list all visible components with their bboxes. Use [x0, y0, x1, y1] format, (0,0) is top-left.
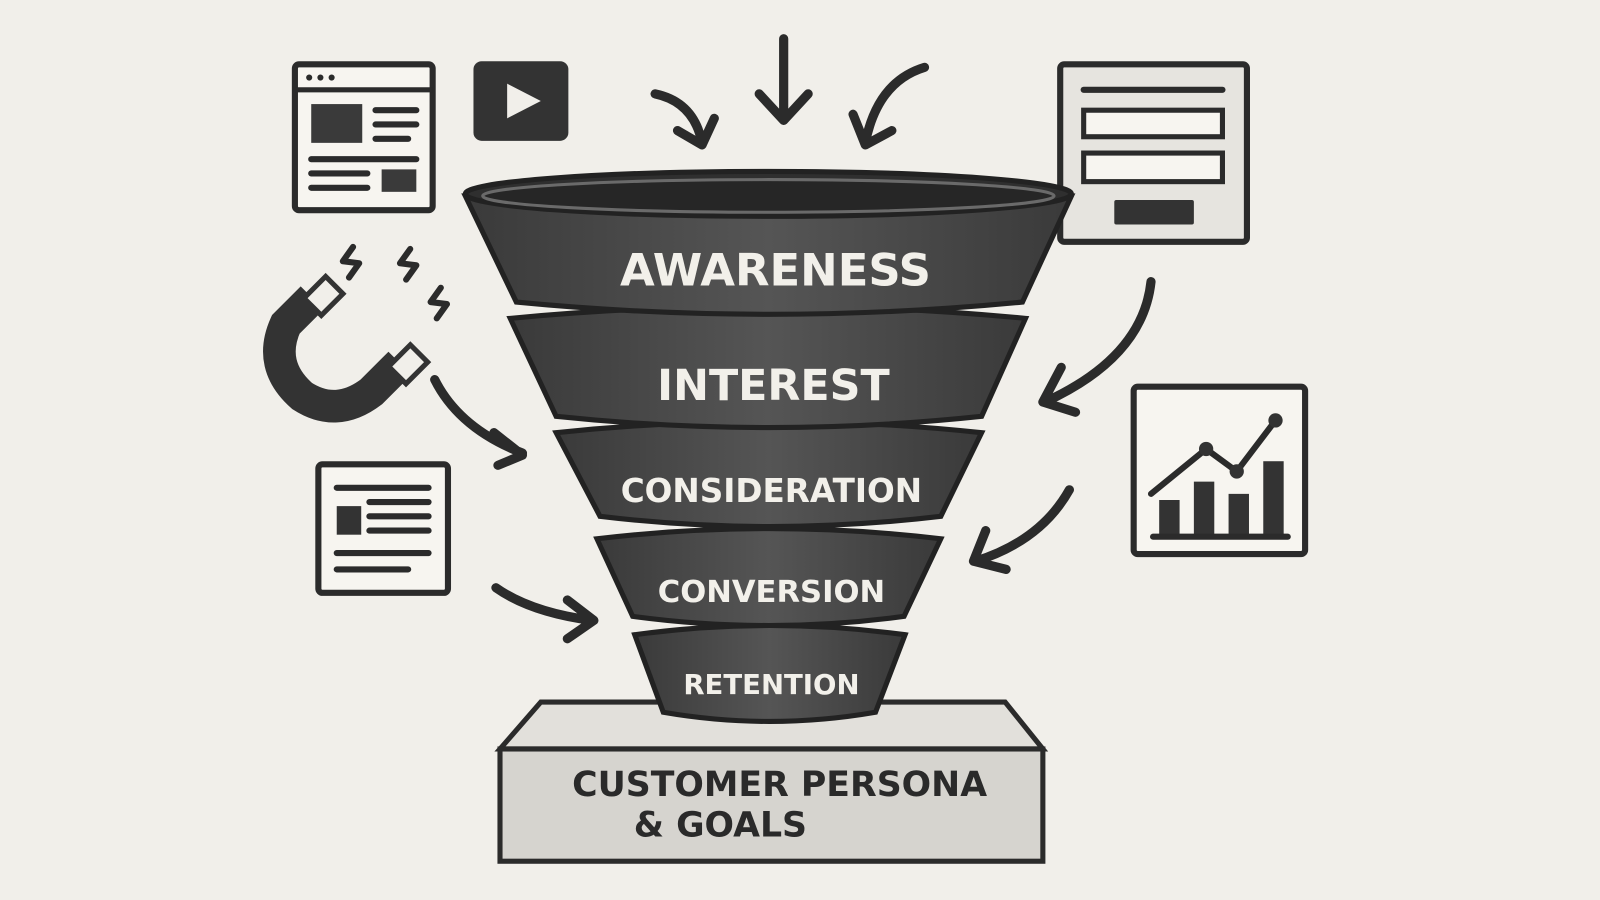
stage-label: CONSIDERATION [621, 472, 922, 510]
stage-label: RETENTION [683, 669, 859, 701]
base-label-line1: CUSTOMER PERSONA [572, 765, 987, 805]
stage-label: CONVERSION [658, 575, 885, 610]
arrow-right-lower-icon [968, 485, 1074, 574]
arrow-right-upper-icon [1038, 277, 1156, 417]
form-icon [1057, 61, 1250, 245]
stage-label: INTEREST [657, 361, 890, 411]
arrow-down-icon [754, 34, 813, 125]
funnel-stage-consideration: CONSIDERATION [552, 418, 986, 530]
customer-persona-base: CUSTOMER PERSONA & GOALS [494, 699, 1049, 864]
base-label-line2: & GOALS [634, 806, 807, 846]
webpage-icon [291, 61, 436, 214]
video-play-icon [473, 61, 569, 141]
arrow-left-lower-icon [491, 583, 599, 644]
arrow-curved-left-icon [650, 89, 719, 150]
stage-label: AWARENESS [620, 244, 931, 297]
funnel-stage-awareness: AWARENESS [461, 168, 1076, 317]
funnel-stage-interest: INTEREST [506, 303, 1030, 431]
magnet-icon [263, 243, 450, 423]
article-icon [315, 461, 452, 596]
funnel-stage-retention: RETENTION [631, 622, 909, 724]
arrow-left-upper-icon [430, 375, 528, 470]
arrow-curved-right-icon [848, 62, 930, 150]
funnel-stage-conversion: CONVERSION [593, 526, 945, 629]
growth-chart-icon [1130, 383, 1309, 558]
